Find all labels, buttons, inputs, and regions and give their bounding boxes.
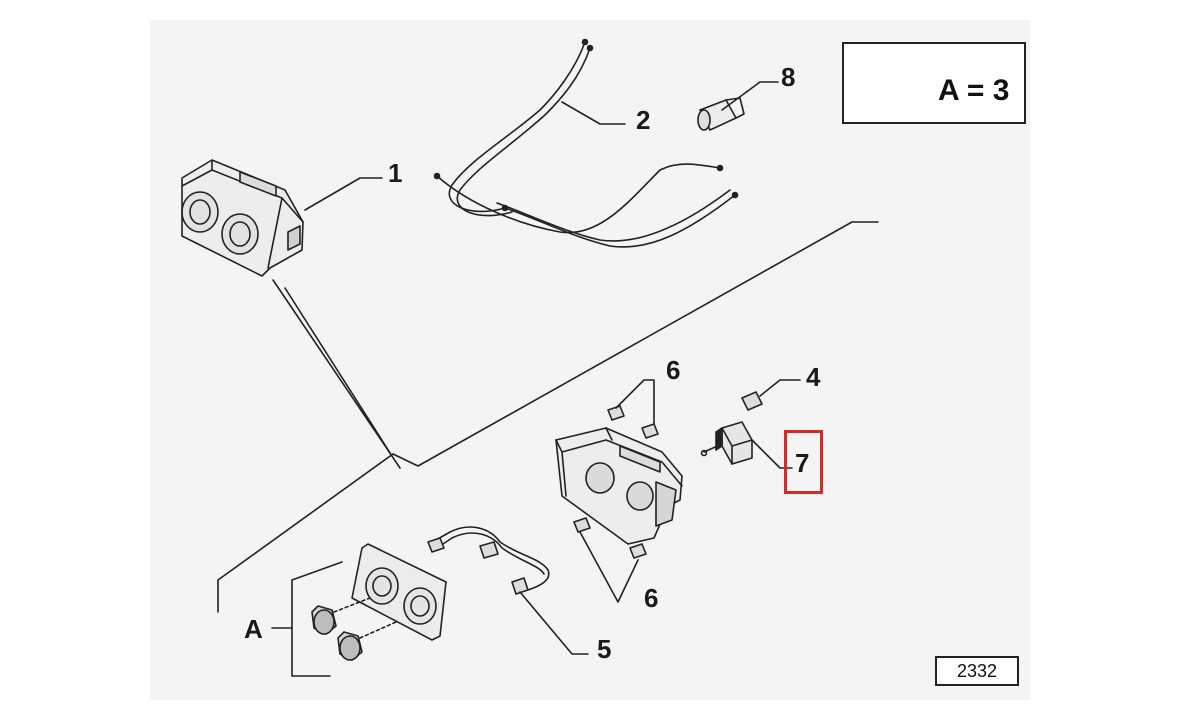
callout-6-bottom: 6 [644, 583, 659, 613]
leader-5 [519, 591, 589, 655]
callout-8: 8 [781, 62, 796, 92]
leader-8 [721, 81, 779, 111]
heater-control-panel-icon [351, 543, 447, 641]
callout-5: 5 [597, 634, 612, 664]
diagram-reference-box [935, 656, 1019, 686]
callout-7: 7 [795, 448, 810, 478]
clip-icon [607, 405, 659, 439]
diagram-background [150, 20, 1030, 700]
leader-6a [615, 379, 655, 425]
heater-control-panel-icon [181, 159, 304, 277]
package-quantity-text: A = 3 [938, 74, 1010, 107]
diagram-reference-number: 2332 [956, 661, 998, 681]
clip-icon [573, 517, 647, 559]
wiring-harness-icon [427, 526, 550, 595]
bulb-icon [697, 97, 745, 131]
part-7-highlight [784, 430, 823, 494]
callout-1: 1 [388, 158, 403, 188]
clip-icon [741, 391, 763, 411]
callout-2: 2 [636, 105, 651, 135]
leader-4 [759, 379, 801, 397]
section-divider [217, 221, 879, 613]
leader-6b [579, 531, 639, 603]
leader-1 [304, 177, 383, 211]
cable-icon [433, 38, 739, 248]
switch-icon [700, 421, 753, 465]
leader-7 [751, 439, 793, 469]
package-quantity-badge [842, 42, 1026, 124]
heater-control-panel-icon [555, 427, 683, 545]
callout-6-top: 6 [666, 355, 681, 385]
callout-4: 4 [806, 362, 821, 392]
leader-2 [561, 101, 626, 125]
knob-icon [311, 597, 397, 661]
callout-A: A [244, 614, 263, 644]
